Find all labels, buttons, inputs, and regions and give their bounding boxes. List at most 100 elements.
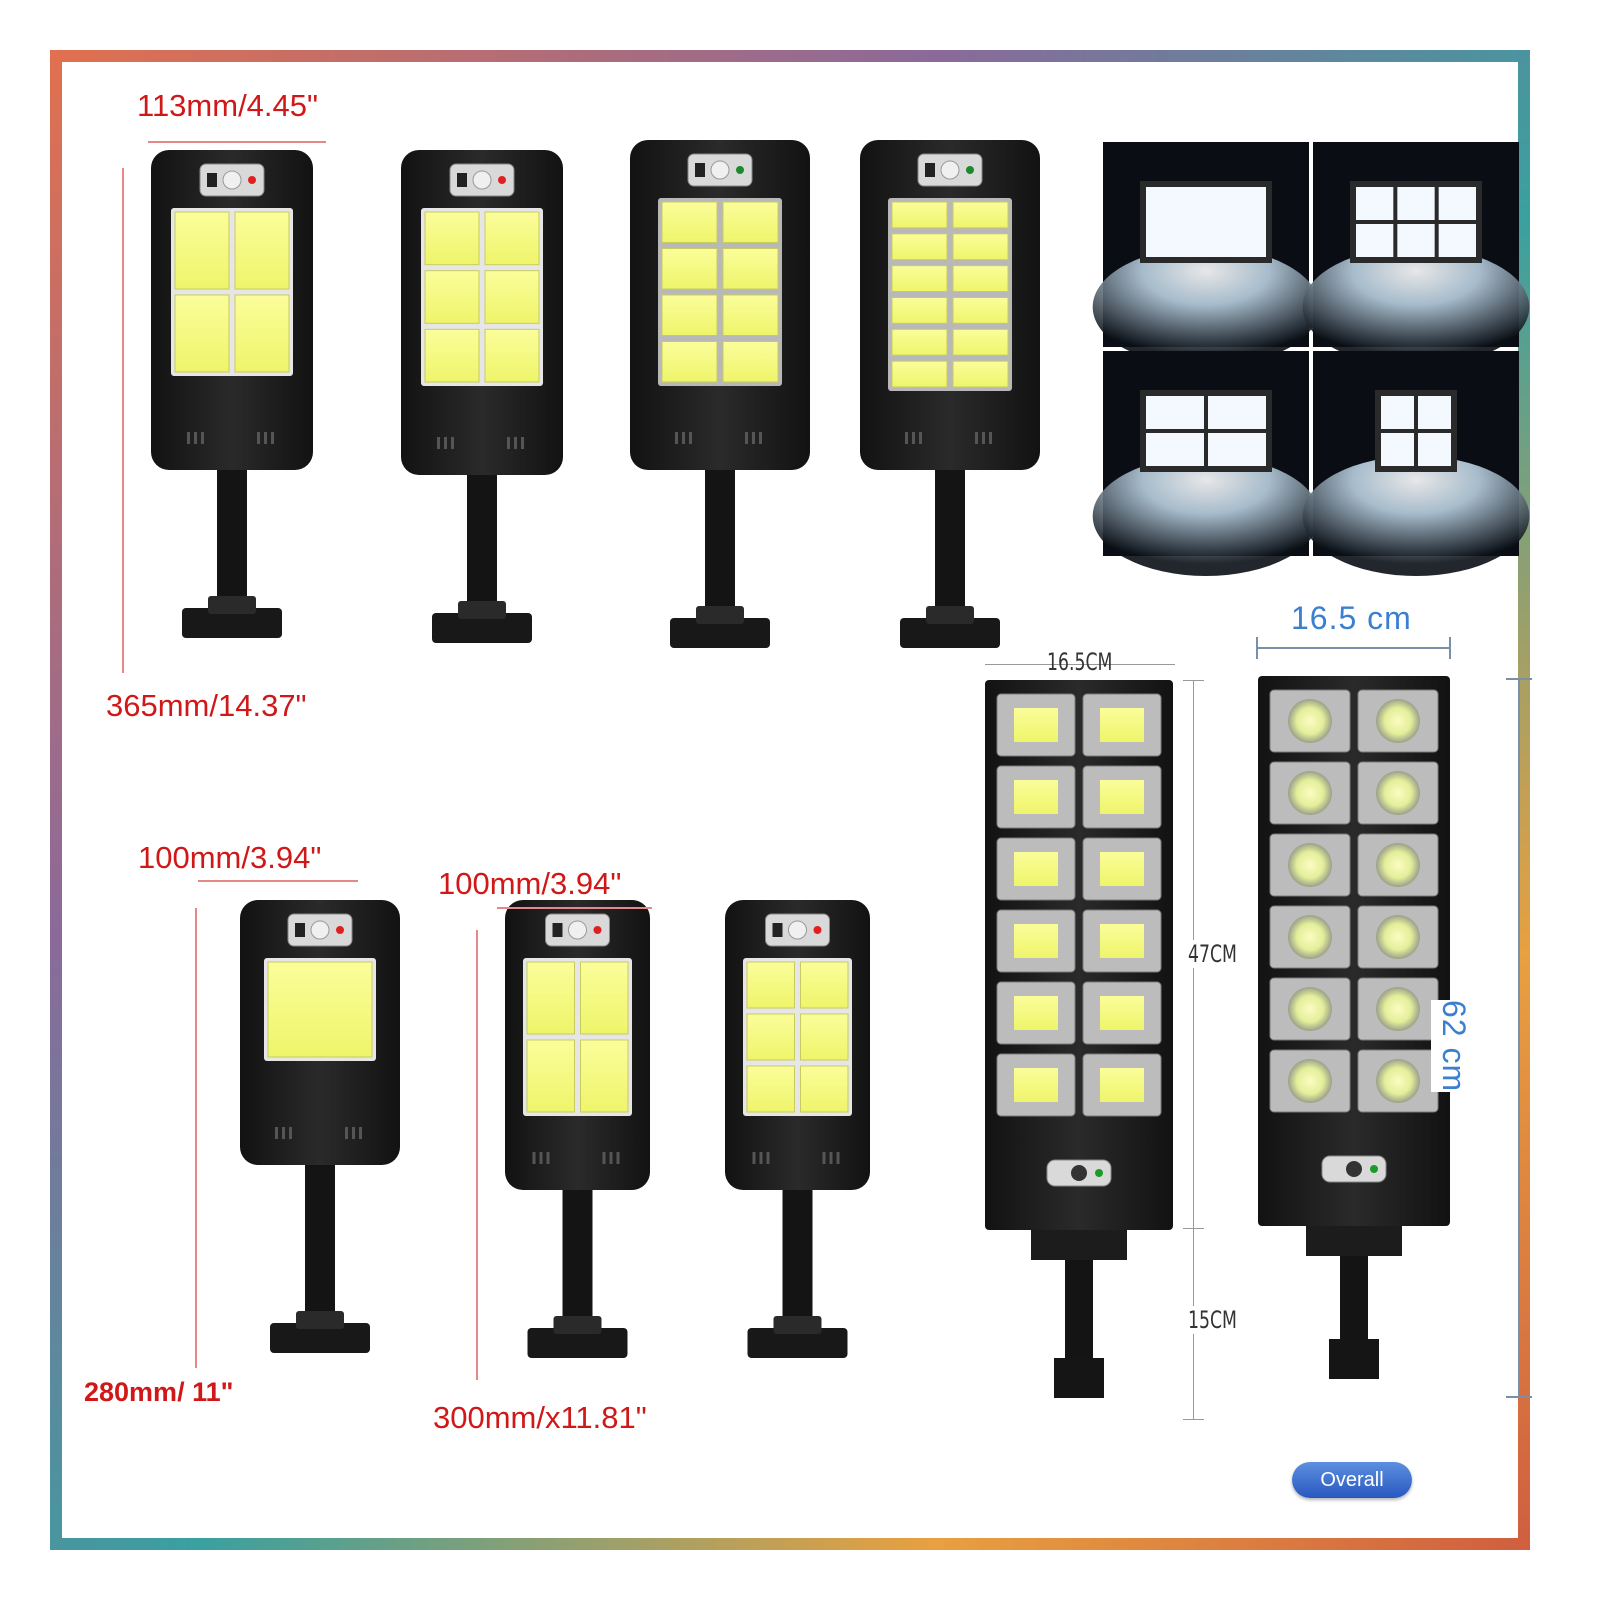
vent-slot bbox=[982, 432, 985, 444]
pir-sensor-icon bbox=[1071, 1165, 1087, 1181]
night-photo bbox=[1302, 142, 1530, 367]
lit-led bbox=[1438, 187, 1476, 220]
lit-led bbox=[1146, 396, 1204, 429]
lamp-clamp bbox=[773, 1316, 822, 1334]
led-chip bbox=[746, 961, 795, 1009]
led-chip bbox=[722, 201, 779, 243]
vent-slot bbox=[257, 432, 260, 444]
indicator-led-icon bbox=[966, 166, 974, 174]
led-chip bbox=[952, 360, 1009, 388]
lamp-base bbox=[527, 1328, 628, 1358]
vent-slot bbox=[975, 432, 978, 444]
bottom-mid-height-label: 300mm/x11.81" bbox=[433, 1400, 647, 1435]
lamp-base bbox=[1329, 1339, 1379, 1379]
tall-left-body-label: 47CM bbox=[1188, 940, 1237, 968]
lamp-bottom-2 bbox=[505, 900, 650, 1358]
lamp-clamp bbox=[553, 1316, 602, 1334]
led-chip bbox=[800, 961, 849, 1009]
led-chip bbox=[1100, 996, 1144, 1030]
lit-led bbox=[1381, 396, 1414, 429]
lamp-bottom-1 bbox=[240, 900, 400, 1353]
led-chip bbox=[661, 341, 718, 383]
vent-slot bbox=[539, 1152, 543, 1164]
lamp-clamp bbox=[926, 606, 974, 624]
lamp-top-3 bbox=[630, 140, 810, 648]
led-chip bbox=[484, 328, 540, 383]
lamp-base bbox=[1054, 1358, 1104, 1398]
led-chip bbox=[952, 201, 1009, 229]
led-lens bbox=[1376, 987, 1420, 1031]
vent-slot bbox=[759, 1152, 763, 1164]
tall-left-bracket-label: 15CM bbox=[1188, 1306, 1237, 1334]
lit-led bbox=[1356, 187, 1394, 220]
led-lens bbox=[1376, 1059, 1420, 1103]
vent-slot bbox=[836, 1152, 840, 1164]
indicator-led-icon bbox=[593, 926, 602, 934]
led-chip bbox=[891, 328, 948, 356]
lit-led bbox=[1356, 224, 1394, 257]
vent-slot bbox=[507, 437, 510, 449]
vent-slot bbox=[616, 1152, 620, 1164]
vent-slot bbox=[602, 1152, 606, 1164]
lamp-base bbox=[670, 618, 770, 648]
lamp-base bbox=[432, 613, 532, 643]
top-height-label: 365mm/14.37" bbox=[106, 688, 307, 723]
night-photo bbox=[1092, 142, 1320, 367]
vent-slot bbox=[532, 1152, 536, 1164]
light-glow bbox=[1092, 247, 1320, 367]
switch-icon bbox=[295, 923, 305, 937]
vent-slot bbox=[682, 432, 685, 444]
led-chip bbox=[1014, 708, 1058, 742]
vent-slot bbox=[905, 432, 908, 444]
vent-slot bbox=[829, 1152, 833, 1164]
vent-slot bbox=[289, 1127, 292, 1139]
led-lens bbox=[1288, 771, 1332, 815]
lamp-clamp bbox=[296, 1311, 344, 1329]
led-lens bbox=[1376, 843, 1420, 887]
lamp-top-1 bbox=[151, 150, 313, 638]
switch-icon bbox=[207, 173, 217, 187]
indicator-led-icon bbox=[498, 176, 506, 184]
led-chip bbox=[1100, 852, 1144, 886]
top-width-label: 113mm/4.45" bbox=[137, 88, 319, 123]
vent-slot bbox=[822, 1152, 826, 1164]
led-chip bbox=[722, 341, 779, 383]
lamp-top-2 bbox=[401, 150, 563, 643]
lit-led bbox=[1397, 187, 1435, 220]
pir-sensor-icon bbox=[568, 920, 587, 940]
lit-led bbox=[1381, 433, 1414, 466]
night-photo bbox=[1302, 351, 1530, 576]
lamp-clamp bbox=[696, 606, 744, 624]
lamp-clamp bbox=[208, 596, 256, 614]
led-chip bbox=[580, 961, 629, 1035]
led-lens bbox=[1288, 987, 1332, 1031]
led-chip bbox=[891, 233, 948, 261]
vent-slot bbox=[766, 1152, 770, 1164]
lamp-bottom-3 bbox=[725, 900, 870, 1358]
bottom-left-height-label: 280mm/ 11" bbox=[84, 1377, 234, 1407]
tall-right-width-label: 16.5 cm bbox=[1291, 600, 1412, 636]
led-chip bbox=[952, 265, 1009, 292]
led-chip bbox=[484, 270, 540, 324]
vent-slot bbox=[752, 432, 755, 444]
lit-led bbox=[1438, 224, 1476, 257]
led-chip bbox=[1014, 996, 1058, 1030]
switch-icon bbox=[772, 923, 783, 937]
led-chip bbox=[800, 1065, 849, 1113]
lamp-base bbox=[900, 618, 1000, 648]
lamp-clamp bbox=[458, 601, 506, 619]
led-lens bbox=[1376, 915, 1420, 959]
vent-slot bbox=[989, 432, 992, 444]
vent-slot bbox=[609, 1152, 613, 1164]
lit-led bbox=[1397, 224, 1435, 257]
led-chip bbox=[1100, 1068, 1144, 1102]
vent-slot bbox=[275, 1127, 278, 1139]
vent-slot bbox=[194, 432, 197, 444]
led-chip bbox=[526, 1039, 575, 1113]
vent-slot bbox=[451, 437, 454, 449]
led-lens bbox=[1288, 699, 1332, 743]
vent-slot bbox=[689, 432, 692, 444]
vent-slot bbox=[752, 1152, 756, 1164]
pir-sensor-icon bbox=[222, 170, 242, 190]
